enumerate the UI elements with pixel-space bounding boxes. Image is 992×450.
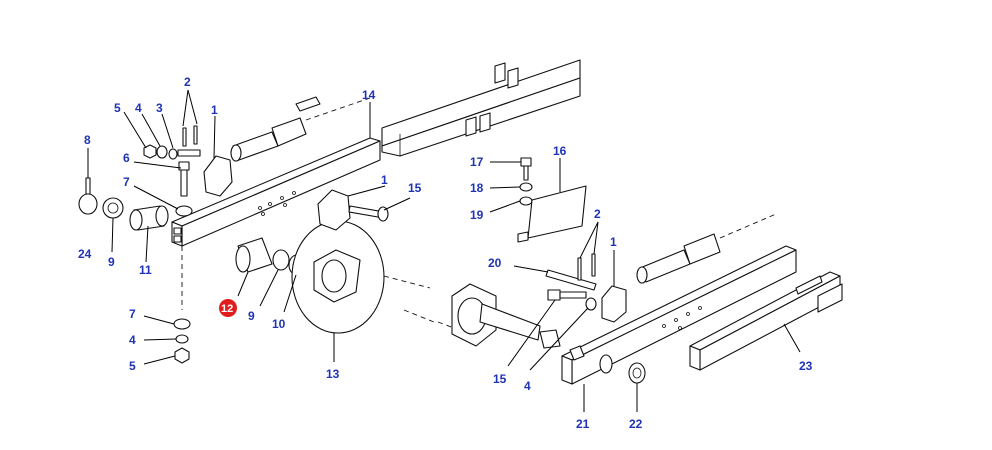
callout-11: 11 bbox=[139, 263, 152, 277]
callout-23: 23 bbox=[799, 359, 813, 373]
disc bbox=[291, 220, 431, 334]
callout-20: 20 bbox=[488, 256, 502, 270]
flange-plate-right bbox=[601, 285, 627, 323]
callout-15-bot: 15 bbox=[493, 372, 507, 386]
callout-1-mid: 1 bbox=[381, 173, 388, 187]
callout-4-right: 4 bbox=[524, 379, 531, 393]
upper-left-tube bbox=[295, 59, 581, 157]
callout-3: 3 bbox=[156, 101, 163, 115]
bottom-fasteners bbox=[173, 318, 191, 364]
leader-lines bbox=[87, 89, 801, 412]
callout-18: 18 bbox=[470, 181, 484, 195]
callout-2-right: 2 bbox=[594, 207, 601, 221]
callout-19: 19 bbox=[470, 208, 484, 222]
right-cylinder bbox=[636, 213, 777, 284]
callout-16: 16 bbox=[553, 144, 567, 158]
callout-1-right: 1 bbox=[610, 235, 617, 249]
callout-9-mid: 9 bbox=[248, 309, 255, 323]
callout-7-bot: 7 bbox=[129, 307, 136, 321]
callout-5-top: 5 bbox=[114, 101, 121, 115]
bolt-and-washer bbox=[175, 161, 193, 217]
callout-24: 24 bbox=[78, 247, 92, 261]
left-beam bbox=[171, 137, 381, 310]
callout-12-highlight: 12 bbox=[219, 299, 237, 317]
callout-4-top: 4 bbox=[135, 101, 142, 115]
callout-6: 6 bbox=[123, 151, 130, 165]
callout-21: 21 bbox=[576, 417, 590, 431]
callout-5-bot: 5 bbox=[129, 359, 136, 373]
callout-10: 10 bbox=[272, 317, 286, 331]
callout-13: 13 bbox=[326, 367, 340, 381]
left-small-parts bbox=[78, 177, 169, 231]
bushing-and-washers bbox=[235, 237, 306, 276]
pins-right bbox=[577, 253, 596, 281]
callouts: 2 5 4 3 1 14 8 6 7 24 9 11 1 15 7 4 5 12… bbox=[78, 75, 813, 431]
callout-17: 17 bbox=[470, 155, 484, 169]
flange-plate-upper bbox=[203, 155, 233, 197]
pins-upper bbox=[177, 125, 201, 157]
frame-right bbox=[689, 271, 843, 371]
right-beam bbox=[561, 245, 797, 385]
callout-15-top: 15 bbox=[408, 181, 422, 195]
washer-right bbox=[628, 362, 646, 384]
upper-cylinder bbox=[230, 97, 371, 162]
callout-12: 12 bbox=[221, 303, 233, 315]
pin-and-bolt-lower bbox=[545, 269, 597, 311]
callout-9-left: 9 bbox=[108, 255, 115, 269]
callout-8: 8 bbox=[84, 133, 91, 147]
callout-2-top: 2 bbox=[184, 75, 191, 89]
callout-7-top: 7 bbox=[123, 175, 130, 189]
callout-4-bot: 4 bbox=[129, 333, 136, 347]
mid-plate-and-bolt bbox=[317, 189, 389, 231]
hub-assembly bbox=[403, 283, 561, 349]
callout-14: 14 bbox=[362, 88, 376, 102]
callout-1-top: 1 bbox=[211, 103, 218, 117]
bracket-and-hardware bbox=[517, 157, 587, 243]
fasteners-top bbox=[143, 144, 178, 160]
callout-22: 22 bbox=[629, 417, 643, 431]
